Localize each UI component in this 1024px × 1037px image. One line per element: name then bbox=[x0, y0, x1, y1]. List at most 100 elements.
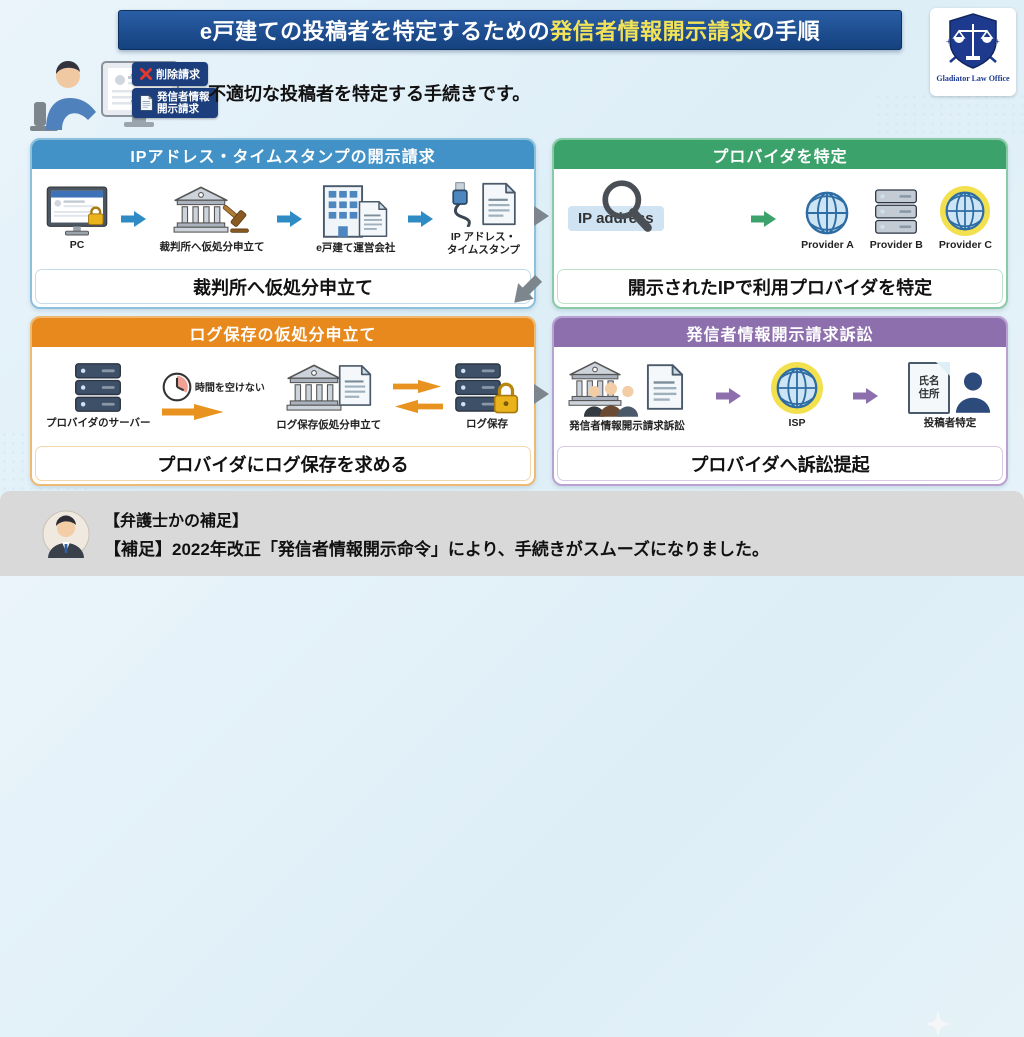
logo-text: Gladiator Law Office bbox=[936, 74, 1010, 83]
log-saved-label: ログ保存 bbox=[465, 418, 508, 431]
arrow-right-icon bbox=[162, 403, 226, 421]
arrow-left-icon bbox=[393, 399, 443, 414]
court-label: 裁判所へ仮処分申立て bbox=[159, 240, 265, 253]
clock-icon bbox=[162, 372, 192, 402]
intro-description: 不適切な投稿者を特定する手続きです。 bbox=[208, 84, 531, 104]
providers-group: Provider A Provider B Provider C bbox=[801, 185, 992, 252]
panel-ip-disclosure-caption: 裁判所へ仮処分申立て bbox=[35, 269, 531, 304]
panel-provider-identify-header: プロバイダを特定 bbox=[554, 140, 1006, 169]
server-icon bbox=[73, 362, 123, 414]
provider-c: Provider C bbox=[938, 185, 992, 252]
document-icon bbox=[140, 95, 153, 111]
provider-server-step: プロバイダのサーバー bbox=[46, 362, 150, 430]
panel-ip-disclosure: IPアドレス・タイムスタンプの開示請求 PC 裁判所へ仮処分申立て bbox=[30, 138, 536, 309]
panel-disclosure-lawsuit-caption: プロバイダへ訴訟提起 bbox=[557, 446, 1003, 481]
delete-request-badge: 削除請求 bbox=[131, 62, 208, 86]
pc-icon bbox=[46, 186, 108, 236]
usb-document-icon bbox=[452, 181, 517, 228]
footer-note-title: 【弁護士かの補足】 bbox=[104, 513, 249, 530]
sparkle-icon bbox=[925, 1011, 951, 1037]
poster-identified-label: 投稿者特定 bbox=[923, 417, 977, 430]
arrow-right-icon bbox=[716, 387, 742, 405]
highlight-ring bbox=[940, 185, 991, 236]
ip-timestamp-label: IP アドレス・タイムスタンプ bbox=[446, 231, 520, 256]
pc-label: PC bbox=[69, 238, 85, 251]
panel-log-preservation-caption: プロバイダにログ保存を求める bbox=[35, 446, 531, 481]
provider-c-label: Provider C bbox=[938, 238, 992, 251]
log-saved-step: ログ保存 bbox=[454, 361, 520, 431]
title-suffix: の手順 bbox=[752, 19, 821, 44]
arrow-right-icon bbox=[277, 210, 303, 228]
lawsuit-step: 発信者情報開示請求訴訟 bbox=[568, 359, 686, 433]
disclosure-request-label-line2: 開示請求 bbox=[157, 103, 199, 116]
disclosure-request-label-line1: 発信者情報 bbox=[157, 91, 210, 103]
panel-ip-disclosure-body: PC 裁判所へ仮処分申立て e戸建て運営会社 bbox=[32, 169, 534, 268]
panel-log-preservation-body: プロバイダのサーバー 時間を空けない ログ保存仮処分申立て bbox=[32, 347, 534, 445]
address-line: 住所 bbox=[918, 388, 940, 401]
panel-disclosure-lawsuit-header: 発信者情報開示請求訴訟 bbox=[554, 318, 1006, 347]
poster-identified-step: 氏名 住所 投稿者特定 bbox=[908, 362, 992, 430]
law-office-logo: ++ Gladiator Law Office bbox=[930, 8, 1016, 96]
panel-log-preservation: ログ保存の仮処分申立て プロバイダのサーバー 時間を空けない ログ保存仮処分申立… bbox=[30, 316, 536, 486]
courthouse-document-icon bbox=[285, 364, 371, 412]
magnifier-icon bbox=[598, 178, 656, 236]
footer-note-bar: 【弁護士かの補足】 【補足】2022年改正「発信者情報開示命令」により、手続きが… bbox=[0, 491, 1024, 576]
provider-server-label: プロバイダのサーバー bbox=[46, 417, 151, 430]
panel-disclosure-lawsuit-body: 発信者情報開示請求訴訟 ISP 氏名 住所 投稿者特定 bbox=[554, 347, 1006, 445]
panel-disclosure-lawsuit: 発信者情報開示請求訴訟 発信者情報開示請求訴訟 ISP bbox=[552, 316, 1008, 486]
title-prefix: e戸建ての投稿者を特定するための bbox=[199, 19, 551, 44]
globe-icon bbox=[944, 190, 986, 232]
arrow-right-icon bbox=[750, 210, 778, 228]
title-highlight: 発信者情報開示請求 bbox=[550, 19, 753, 44]
log-filing-step: ログ保存仮処分申立て bbox=[276, 360, 381, 432]
pc-step: PC bbox=[46, 186, 108, 252]
name-address-document: 氏名 住所 bbox=[908, 362, 950, 415]
footer-note-body: 【補足】2022年改正「発信者情報開示命令」により、手続きがスムーズになりました… bbox=[104, 540, 769, 559]
building-document-icon bbox=[322, 184, 387, 238]
disclosure-request-badge: 発信者情報 開示請求 bbox=[131, 88, 218, 119]
shield-scales-icon: ++ bbox=[946, 13, 1000, 69]
panel-log-preservation-header: ログ保存の仮処分申立て bbox=[32, 318, 534, 347]
courthouse-gavel-icon bbox=[173, 186, 249, 233]
provider-b: Provider B bbox=[870, 188, 923, 252]
highlight-ring bbox=[771, 362, 823, 415]
exchange-arrows bbox=[393, 379, 443, 414]
ip-timestamp-step: IP アドレス・タイムスタンプ bbox=[447, 180, 520, 256]
panel-provider-identify: プロバイダを特定 IP address Provider A Provider … bbox=[552, 138, 1008, 309]
site-operator-step: e戸建て運営会社 bbox=[316, 183, 395, 255]
flow-arrow-step3-to-step4 bbox=[534, 384, 549, 404]
server-lock-icon bbox=[455, 363, 519, 415]
svg-text:+: + bbox=[995, 37, 1000, 46]
arrow-right-icon bbox=[408, 210, 434, 228]
globe-icon bbox=[775, 366, 819, 410]
arrow-right-icon bbox=[121, 210, 147, 228]
court-step: 裁判所へ仮処分申立て bbox=[160, 184, 265, 254]
panel-provider-identify-body: IP address Provider A Provider B Provi bbox=[554, 169, 1006, 268]
urgency-connector: 時間を空けない bbox=[162, 372, 265, 421]
isp-label: ISP bbox=[788, 417, 806, 430]
name-line: 氏名 bbox=[918, 375, 940, 388]
lawyer-avatar bbox=[42, 510, 90, 558]
provider-b-label: Provider B bbox=[869, 238, 923, 251]
isp-step: ISP bbox=[771, 362, 823, 430]
log-filing-label: ログ保存仮処分申立て bbox=[276, 419, 382, 432]
panel-ip-disclosure-header: IPアドレス・タイムスタンプの開示請求 bbox=[32, 140, 534, 169]
person-silhouette-icon bbox=[954, 370, 992, 414]
background-pattern bbox=[874, 92, 1024, 140]
panel-provider-identify-caption: 開示されたIPで利用プロバイダを特定 bbox=[557, 269, 1003, 304]
title-banner: e戸建ての投稿者を特定するための発信者情報開示請求の手順 bbox=[118, 10, 902, 50]
server-icon bbox=[874, 188, 918, 236]
flow-arrow-step1-to-step2 bbox=[534, 206, 549, 226]
delete-request-label: 削除請求 bbox=[156, 69, 200, 81]
lawsuit-label: 発信者情報開示請求訴訟 bbox=[569, 420, 685, 433]
svg-text:+: + bbox=[946, 37, 951, 46]
provider-a: Provider A bbox=[801, 190, 854, 252]
urgency-note: 時間を空けない bbox=[194, 383, 265, 394]
x-icon bbox=[140, 68, 152, 80]
globe-icon bbox=[804, 190, 850, 236]
provider-a-label: Provider A bbox=[801, 238, 854, 251]
arrow-right-icon bbox=[393, 379, 443, 394]
site-operator-label: e戸建て運営会社 bbox=[316, 241, 396, 254]
ip-address-search: IP address bbox=[568, 184, 726, 254]
arrow-right-icon bbox=[853, 387, 879, 405]
